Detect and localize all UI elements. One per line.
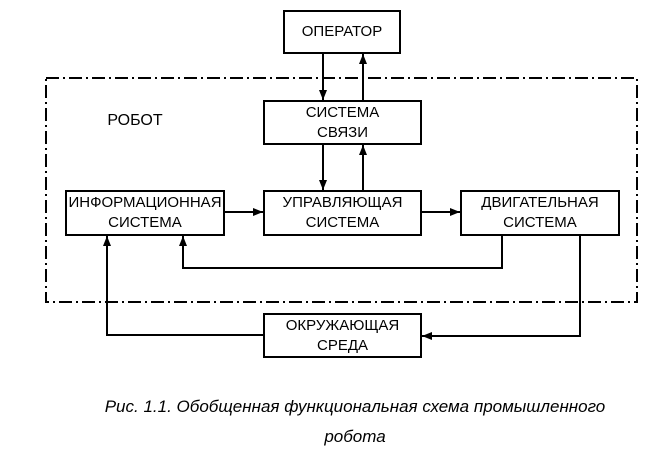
- node-information-system: ИНФОРМАЦИОННАЯ СИСТЕМА: [65, 190, 225, 236]
- node-motor-system: ДВИГАТЕЛЬНАЯ СИСТЕМА: [460, 190, 620, 236]
- figure-caption: Рис. 1.1. Обобщенная функциональная схем…: [104, 397, 606, 446]
- node-control-system: УПРАВЛЯЮЩАЯ СИСТЕМА: [263, 190, 422, 236]
- robot-boundary-label: РОБОТ: [107, 112, 163, 129]
- node-communication-system: СИСТЕМА СВЯЗИ: [263, 100, 422, 145]
- edge-env-to-info-arrow: [103, 236, 263, 336]
- edge-motor-to-info-feedback-arrow: [179, 236, 503, 269]
- node-operator: ОПЕРАТОР: [283, 10, 401, 54]
- edge-motor-to-env-arrow: [422, 236, 581, 340]
- robot-boundary-dashdot-border: [45, 77, 638, 303]
- node-environment: ОКРУЖАЮЩАЯ СРЕДА: [263, 313, 422, 358]
